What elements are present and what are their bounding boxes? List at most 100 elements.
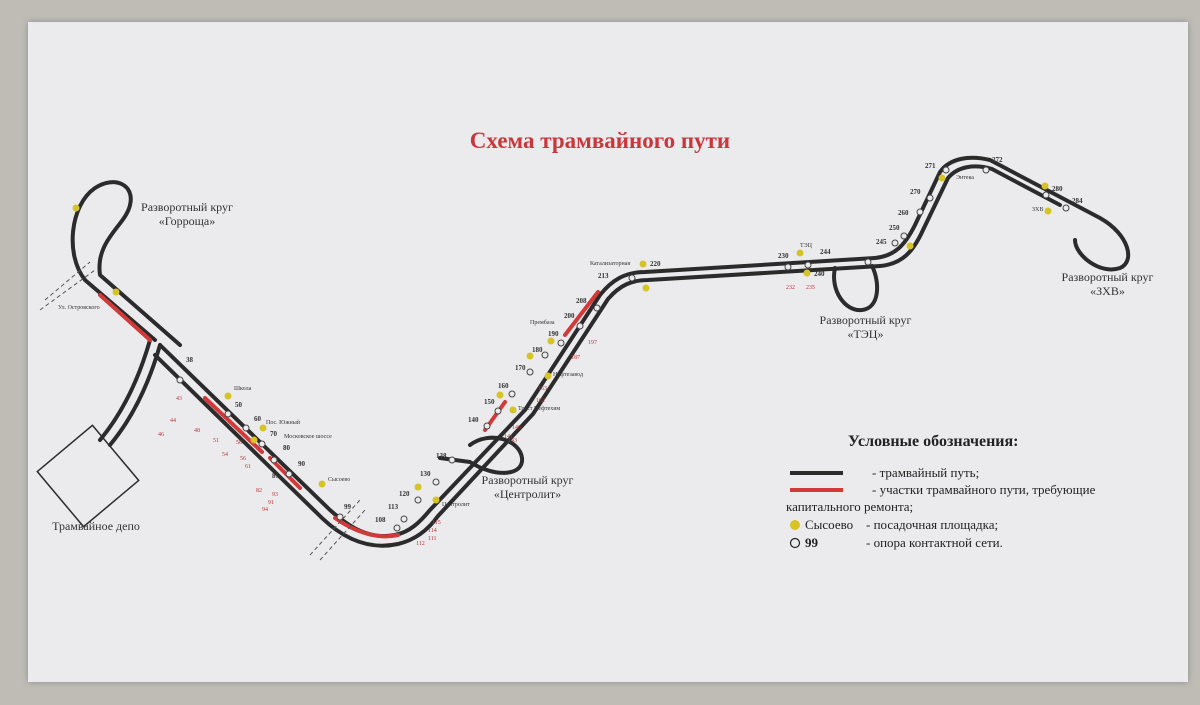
pole-marker bbox=[508, 390, 516, 398]
repair-number: 115 bbox=[432, 520, 441, 526]
repair-number: 111 bbox=[428, 536, 437, 542]
pole-number: 230 bbox=[778, 252, 789, 260]
stop-marker bbox=[414, 483, 422, 491]
loop-label-centrolit: Разворотный круг«Центролит» bbox=[481, 473, 574, 501]
pole-number: 108 bbox=[375, 516, 386, 524]
stop-marker bbox=[224, 392, 232, 400]
legend-stop-desc: - посадочная площадка; bbox=[866, 517, 999, 532]
pole-number: 208 bbox=[576, 297, 587, 305]
pole-number: 180 bbox=[532, 346, 543, 354]
contact-poles bbox=[176, 166, 1070, 532]
repair-segment-prembaza bbox=[563, 290, 600, 337]
pole-marker bbox=[242, 424, 250, 432]
pole-marker bbox=[432, 478, 440, 486]
pole-number: 170 bbox=[515, 364, 526, 372]
pole-marker bbox=[593, 304, 601, 312]
stop-label: Школа bbox=[234, 386, 252, 392]
pole-marker bbox=[784, 263, 792, 271]
pole-marker bbox=[400, 515, 408, 523]
pole-marker bbox=[414, 496, 422, 504]
pole-marker bbox=[900, 232, 908, 240]
pole-number: 200 bbox=[564, 312, 575, 320]
stop-marker bbox=[639, 260, 647, 268]
repair-number: 82 bbox=[256, 488, 262, 494]
repair-number: 56 bbox=[240, 456, 246, 462]
pole-number: 38 bbox=[186, 356, 193, 364]
pole-number: 50 bbox=[235, 401, 242, 409]
pole-number: 271 bbox=[925, 162, 936, 170]
pole-number: 160 bbox=[498, 382, 509, 390]
repair-number: 232 bbox=[786, 285, 795, 291]
repair-number: 61 bbox=[245, 464, 251, 470]
repair-number: 187 bbox=[571, 355, 580, 361]
pole-number: 260 bbox=[898, 209, 909, 217]
track-inner-1 bbox=[153, 264, 882, 548]
pole-marker bbox=[224, 410, 232, 418]
stop-label: ЗХВ bbox=[1032, 207, 1044, 213]
stop-marker bbox=[796, 249, 804, 257]
pole-number: 60 bbox=[254, 415, 261, 423]
stop-marker bbox=[259, 424, 267, 432]
pole-marker bbox=[494, 407, 502, 415]
pole-number: 213 bbox=[598, 272, 609, 280]
pole-marker bbox=[448, 456, 456, 464]
pole-number: 280 bbox=[1052, 185, 1063, 193]
stop-label: Ул. Островского bbox=[58, 305, 100, 311]
dashed-side-tracks bbox=[39, 261, 366, 561]
pole-marker bbox=[258, 440, 266, 448]
pole-marker bbox=[526, 368, 534, 376]
pole-marker bbox=[285, 470, 293, 478]
repair-number: 141 bbox=[504, 434, 513, 440]
repair-number: 51 bbox=[213, 438, 219, 444]
pole-marker bbox=[336, 513, 344, 521]
pole-number: 272 bbox=[992, 156, 1003, 164]
stop-marker bbox=[72, 204, 80, 212]
pole-number: 270 bbox=[910, 188, 921, 196]
stop-marker bbox=[547, 337, 555, 345]
stop-marker bbox=[509, 406, 517, 414]
pole-number: 99 bbox=[344, 503, 351, 511]
pole-number: 120 bbox=[399, 490, 410, 498]
stop-marker bbox=[1044, 207, 1052, 215]
pole-number: 240 bbox=[814, 270, 825, 278]
pole-marker bbox=[942, 166, 950, 174]
pole-number: 130 bbox=[420, 470, 431, 478]
stop-label: ТЭЦ bbox=[800, 243, 812, 249]
repair-number: 162 bbox=[536, 398, 545, 404]
legend-stop-dot bbox=[790, 520, 800, 530]
pole-marker bbox=[557, 339, 565, 347]
pole-marker bbox=[916, 208, 924, 216]
pole-number: 250 bbox=[889, 224, 900, 232]
pole-marker bbox=[864, 258, 872, 266]
pole-marker bbox=[982, 166, 990, 174]
repair-number: 163 bbox=[538, 386, 547, 392]
pole-marker bbox=[926, 194, 934, 202]
stop-label: Центролит bbox=[442, 502, 470, 508]
legend-repair-desc-2: капитального ремонта; bbox=[786, 499, 914, 514]
repair-number: 48 bbox=[194, 428, 200, 434]
loop-label-tets: Разворотный круг«ТЭЦ» bbox=[819, 313, 912, 341]
legend-pole-word: 99 bbox=[805, 535, 818, 550]
stop-label: Энтека bbox=[956, 175, 974, 181]
track-outer-2 bbox=[873, 155, 1131, 272]
stop-marker bbox=[526, 352, 534, 360]
pole-marker bbox=[270, 456, 278, 464]
pole-marker bbox=[176, 376, 184, 384]
stop-marker bbox=[432, 496, 440, 504]
legend-repair-desc: - участки трамвайного пути, требующие bbox=[872, 482, 1096, 497]
pole-number: 220 bbox=[650, 260, 661, 268]
pole-marker bbox=[804, 261, 812, 269]
stop-marker bbox=[496, 391, 504, 399]
pole-number: 80 bbox=[283, 444, 290, 452]
legend-pole-desc: - опора контактной сети. bbox=[866, 535, 1003, 550]
repair-number: 58 bbox=[236, 440, 242, 446]
pole-marker bbox=[483, 422, 491, 430]
repair-number: 43 bbox=[176, 396, 182, 402]
repair-number: 235 bbox=[806, 285, 815, 291]
gorroscha-loop-track bbox=[70, 180, 182, 347]
legend-track-desc: - трамвайный путь; bbox=[872, 465, 980, 480]
pole-marker bbox=[576, 322, 584, 330]
legend-title: Условные обозначения: bbox=[848, 433, 1019, 450]
pole-marker bbox=[1062, 204, 1070, 212]
